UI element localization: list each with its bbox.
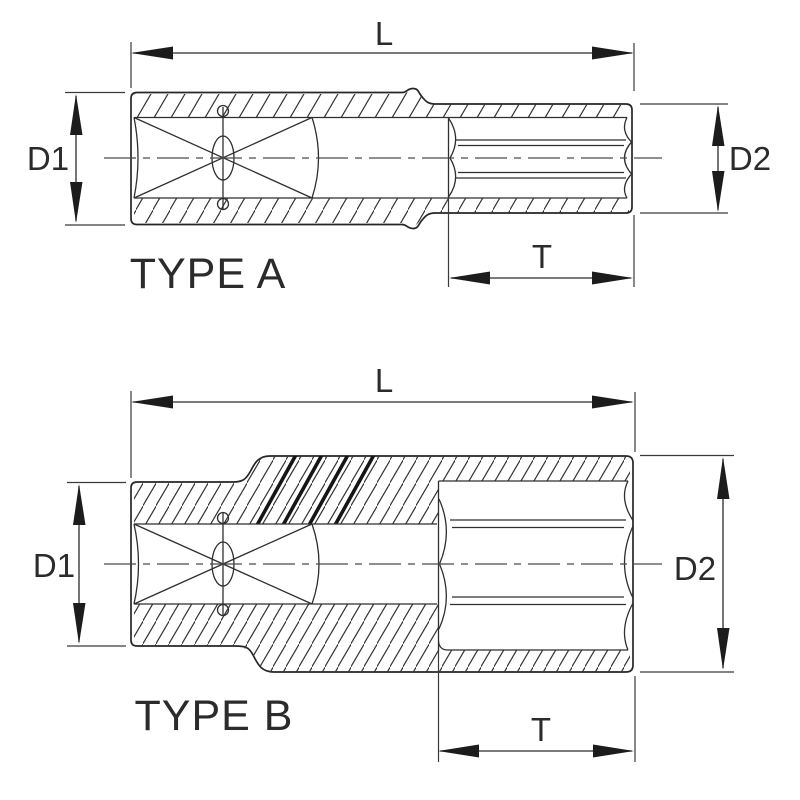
type-a-pin-hole-bottom — [216, 197, 230, 211]
type-a-label-D1: D1 — [27, 140, 69, 177]
type-a-dimension-depth: T — [447, 198, 635, 287]
type-a-pin-hole-top — [216, 104, 230, 118]
type-a-bottom-wall-hatch — [134, 198, 629, 227]
type-b-pin-hole-bottom — [216, 603, 230, 617]
type-b-bold-hatch-lines — [254, 456, 377, 524]
type-a-dimension-drive-diameter: D1 — [27, 91, 125, 226]
type-b-hex-recess — [437, 480, 634, 651]
type-b-dimension-drive-diameter: D1 — [33, 481, 126, 647]
type-b-top-wall-hatch — [134, 456, 630, 524]
type-a-hex-recess — [447, 117, 633, 199]
type-a-label-D2: D2 — [729, 140, 771, 177]
figure-type-a: L D1 D2 T TYPE A — [27, 15, 771, 298]
type-a-caption: TYPE A — [130, 250, 287, 298]
type-b-label-D1: D1 — [33, 547, 75, 584]
figure-type-b: L D1 D2 T TYPE B — [33, 362, 734, 762]
type-b-pin-hole-top — [216, 511, 230, 525]
type-b-dimension-length: L — [130, 362, 636, 478]
type-b-label-D2: D2 — [674, 550, 716, 587]
type-a-top-wall-hatch — [134, 90, 629, 117]
type-b-caption: TYPE B — [135, 692, 294, 740]
type-b-label-T: T — [531, 711, 551, 748]
type-b-bottom-wall-hatch — [134, 604, 630, 672]
type-a-dimension-outer-diameter: D2 — [640, 103, 771, 214]
type-a-dimension-length: L — [130, 15, 635, 91]
type-b-label-L: L — [375, 362, 393, 399]
type-b-dimension-outer-diameter: D2 — [640, 454, 734, 673]
type-b-dimension-depth: T — [437, 650, 636, 762]
type-a-label-L: L — [375, 15, 393, 52]
type-a-label-T: T — [532, 238, 552, 275]
